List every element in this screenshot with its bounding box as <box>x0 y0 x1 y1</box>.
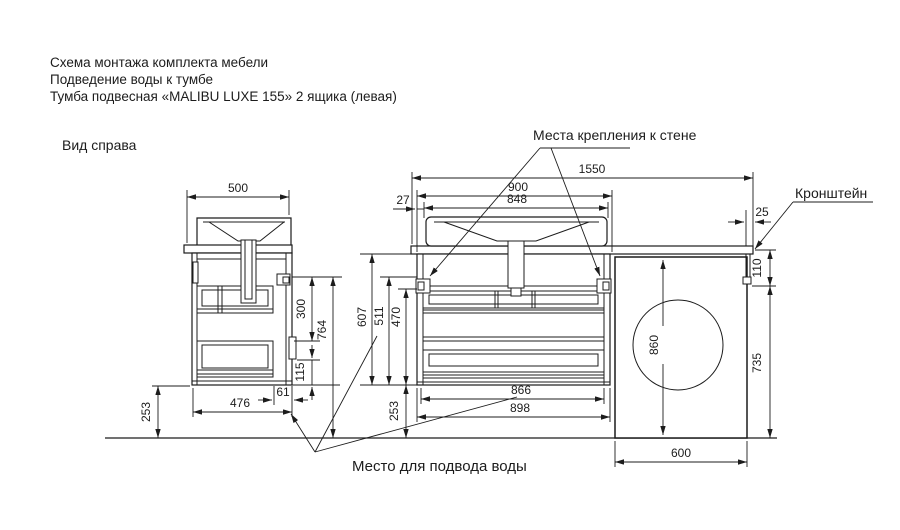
side-view-label: Вид справа <box>62 137 137 153</box>
title-line-1: Схема монтажа комплекта мебели <box>50 55 268 70</box>
dim-front-h470: 470 <box>389 307 403 327</box>
front-sink <box>425 216 608 247</box>
side-front-notch <box>192 261 199 284</box>
dim-wm-off25: 25 <box>755 205 769 219</box>
front-mount-bracket-left <box>415 278 431 294</box>
front-countertop <box>410 245 754 255</box>
washing-machine <box>614 256 748 439</box>
dim-front-w898: 898 <box>510 401 530 415</box>
wall-mount-callout: Места крепления к стене <box>429 127 697 277</box>
dim-front-floor: 253 <box>387 401 401 421</box>
dim-front-w866: 866 <box>511 383 531 397</box>
bracket-label: Кронштейн <box>795 185 867 201</box>
title-line-3: Тумба подвесная «MALIBU LUXE 155» 2 ящик… <box>50 89 397 104</box>
side-view <box>183 217 297 386</box>
front-drain-pipe <box>507 240 525 297</box>
dim-side-115: 115 <box>292 345 340 400</box>
title-block: Схема монтажа комплекта мебели Подведени… <box>50 55 397 153</box>
dim-side-depth: 476 <box>230 396 250 410</box>
dim-front-898: 898 <box>416 388 611 422</box>
side-drawer-lower <box>196 340 274 378</box>
dim-side-476: 476 <box>192 386 293 417</box>
title-line-2: Подведение воды к тумбе <box>50 72 213 87</box>
dim-front-866: 866 <box>420 383 605 404</box>
dim-side-width: 500 <box>228 181 248 195</box>
washing-machine-box <box>614 256 748 439</box>
dim-front-w848: 848 <box>507 192 527 206</box>
countertop-bracket <box>742 254 752 285</box>
dim-wm-860: 860 <box>647 260 666 435</box>
dim-front-848: 848 <box>423 192 609 218</box>
water-supply-callout: Место для подвода воды <box>290 335 527 475</box>
front-drawer-upper <box>422 290 605 314</box>
dim-wm-h735: 735 <box>750 353 764 373</box>
dim-wm-110: 110 <box>750 249 776 287</box>
dim-wm-735: 735 <box>750 286 773 438</box>
dim-front-900: 900 <box>416 180 613 252</box>
dim-wm-25: 25 <box>728 205 771 246</box>
bracket-callout: Кронштейн <box>754 185 873 250</box>
dim-front-h607: 607 <box>355 307 369 327</box>
water-supply-label: Место для подвода воды <box>352 458 527 475</box>
dim-side-500: 500 <box>186 181 290 243</box>
side-water-outlet <box>288 336 297 360</box>
dim-front-off27: 27 <box>396 193 410 207</box>
dim-wm-600: 600 <box>614 441 748 467</box>
front-mount-bracket-right <box>596 278 612 294</box>
dim-front-253: 253 <box>387 385 409 438</box>
dim-front-511: 511 <box>372 276 417 385</box>
dim-front-total: 1550 <box>579 162 606 176</box>
side-drawer-upper <box>196 285 274 314</box>
dim-front-h511: 511 <box>372 306 386 325</box>
dim-front-470: 470 <box>389 288 417 385</box>
wall-mount-label: Места крепления к стене <box>533 127 697 143</box>
dim-front-607: 607 <box>355 253 417 386</box>
side-wall-bracket <box>276 273 291 286</box>
dim-side-764: 764 <box>315 277 336 438</box>
dim-side-61: 61 <box>258 385 308 405</box>
dim-side-h764: 764 <box>315 320 329 340</box>
dim-side-h115: 115 <box>293 362 307 381</box>
dim-front-w900: 900 <box>508 180 528 194</box>
dim-side-gap: 61 <box>276 385 290 399</box>
side-drain-pipe <box>240 239 257 304</box>
dim-side-253: 253 <box>139 385 190 438</box>
side-countertop <box>183 244 293 254</box>
front-drawer-lower <box>422 349 605 379</box>
dim-wm-door: 860 <box>647 335 661 355</box>
dim-front-27: 27 <box>393 193 424 212</box>
washing-machine-door <box>632 299 724 391</box>
dim-side-h300: 300 <box>294 299 308 319</box>
dim-wm-width: 600 <box>671 446 691 460</box>
dim-side-floor: 253 <box>139 402 153 422</box>
front-view <box>410 216 754 386</box>
dim-wm-h110: 110 <box>750 258 764 277</box>
